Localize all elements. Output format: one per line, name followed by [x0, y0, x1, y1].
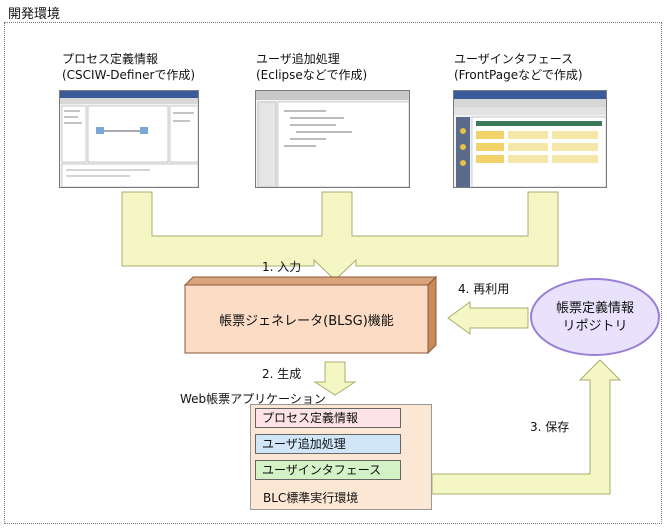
generator-box-face — [184, 284, 429, 354]
step-reuse-label: 4. 再利用 — [458, 282, 510, 296]
source-process-caption: プロセス定義情報 (CSCIW-Definerで作成) — [62, 51, 195, 83]
generate-arrow — [313, 361, 357, 396]
step-store-label: 3. 保存 — [530, 420, 570, 434]
source-user-title: ユーザ追加処理 — [256, 52, 340, 66]
generator-box-side — [427, 275, 437, 355]
source-process-title: プロセス定義情報 — [62, 52, 159, 66]
module-process: プロセス定義情報 — [255, 408, 401, 428]
dev-env-frame — [4, 22, 662, 524]
dev-env-label: 開発環境 — [8, 7, 61, 22]
generator-label: 帳票ジェネレータ(BLSG)機能 — [219, 313, 394, 329]
source-ui-caption: ユーザインタフェース (FrontPageなどで作成) — [454, 51, 583, 83]
code-editor-screenshot — [255, 90, 410, 188]
web-ui-editor-screenshot — [453, 90, 607, 188]
source-ui-title: ユーザインタフェース — [454, 52, 574, 66]
step-generate-label: 2. 生成 — [262, 367, 302, 381]
source-user-subtitle: (Eclipseなどで作成) — [256, 68, 368, 82]
repository-line2: リポジトリ — [562, 319, 628, 334]
runtime-label: BLC標準実行環境 — [263, 491, 359, 505]
repository-ellipse — [530, 278, 660, 356]
repository-line1: 帳票定義情報 — [555, 301, 634, 316]
reuse-arrow — [447, 301, 529, 335]
source-process-subtitle: (CSCIW-Definerで作成) — [62, 68, 196, 82]
source-user-caption: ユーザ追加処理 (Eclipseなどで作成) — [256, 51, 367, 83]
app-title: Web帳票アプリケーション — [180, 392, 326, 406]
repository-label: 帳票定義情報 リポジトリ — [531, 300, 659, 336]
module-ui: ユーザインタフェース — [255, 460, 401, 480]
module-user: ユーザ追加処理 — [255, 434, 401, 454]
generator-box-top — [183, 276, 438, 286]
input-merge-arrow — [121, 191, 559, 281]
process-editor-screenshot — [59, 90, 199, 188]
store-arrow — [431, 359, 622, 495]
step-input-label: 1. 入力 — [262, 260, 302, 274]
source-ui-subtitle: (FrontPageなどで作成) — [454, 68, 583, 82]
app-panel: プロセス定義情報 ユーザ追加処理 ユーザインタフェース BLC標準実行環境 — [250, 404, 432, 510]
